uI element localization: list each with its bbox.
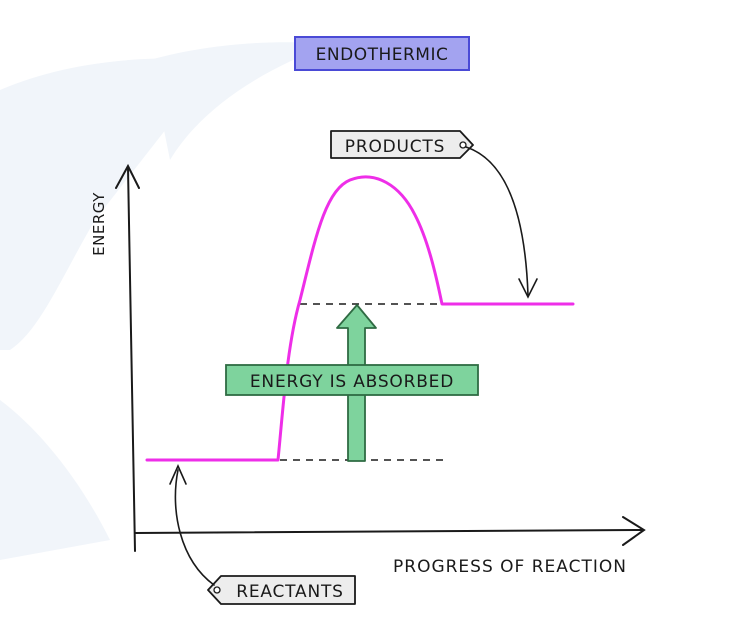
- reactants-tag: REACTANTS: [207, 575, 356, 605]
- reactants-pointer-head: [169, 464, 187, 485]
- reactants-tag-hole: [213, 586, 221, 594]
- x-axis-label: PROGRESS OF REACTION: [393, 557, 627, 577]
- x-axis-arrowhead: [622, 516, 646, 546]
- reactants-pointer-line: [174, 469, 215, 586]
- reactants-pointer-arrow: [169, 464, 215, 586]
- x-axis: [134, 529, 643, 534]
- energy-absorbed-label: ENERGY IS ABSORBED: [225, 364, 479, 396]
- energy-absorbed-text: ENERGY IS ABSORBED: [250, 372, 454, 392]
- diagram-title: ENDOTHERMIC: [294, 36, 470, 71]
- watermark-shape: [0, 58, 220, 350]
- watermark-shape: [0, 400, 110, 560]
- products-pointer-line: [465, 146, 529, 296]
- products-tag-shape: [330, 130, 474, 159]
- products-pointer-head: [518, 278, 538, 299]
- products-pointer-arrow: [465, 146, 538, 299]
- y-axis-label: ENERGY: [90, 192, 108, 256]
- products-tag-text: PRODUCTS: [345, 137, 445, 157]
- products-tag-hole: [459, 141, 467, 149]
- y-axis: [127, 167, 136, 552]
- y-axis-arrowhead: [115, 163, 140, 189]
- reactants-tag-shape: [207, 575, 356, 605]
- title-box: [294, 36, 470, 71]
- reactants-tag-text: REACTANTS: [236, 582, 344, 602]
- energy-absorbed-box: [225, 364, 479, 396]
- title-text: ENDOTHERMIC: [316, 45, 449, 65]
- background-watermark: [0, 42, 330, 560]
- watermark-shape: [150, 42, 330, 160]
- axes: [115, 163, 646, 552]
- products-tag: PRODUCTS: [330, 130, 474, 159]
